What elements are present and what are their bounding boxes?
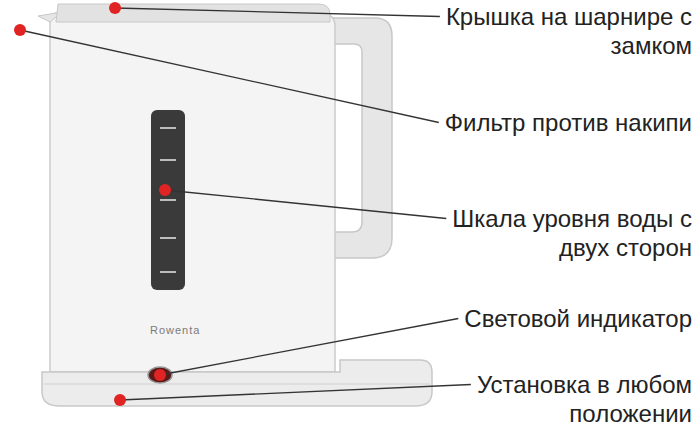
base-seam [44, 384, 430, 385]
callout-label: Установка в любом положении [452, 370, 692, 428]
callout-label: Световой индикатор [392, 304, 692, 333]
callout-label: Крышка на шарнире с замком [392, 2, 692, 60]
callout-dot [159, 184, 171, 196]
gauge-marks [160, 128, 176, 272]
water-gauge [151, 110, 185, 290]
leader-line [20, 30, 439, 123]
callout-dot [14, 24, 26, 36]
leader-line [120, 385, 471, 401]
leader-line [165, 190, 446, 219]
leader-line [160, 319, 458, 376]
callout-dot [154, 369, 166, 381]
callout-dot [114, 394, 126, 406]
kettle-base [42, 360, 432, 406]
leader-line [115, 8, 440, 17]
indicator-light [148, 367, 172, 383]
callout-label: Шкала уровня воды с двух сторон [442, 204, 692, 262]
kettle-body [50, 12, 335, 372]
brand-logo: Rowenta [150, 324, 200, 336]
callout-dot [109, 2, 121, 14]
callout-label: Фильтр против накипи [392, 108, 692, 137]
